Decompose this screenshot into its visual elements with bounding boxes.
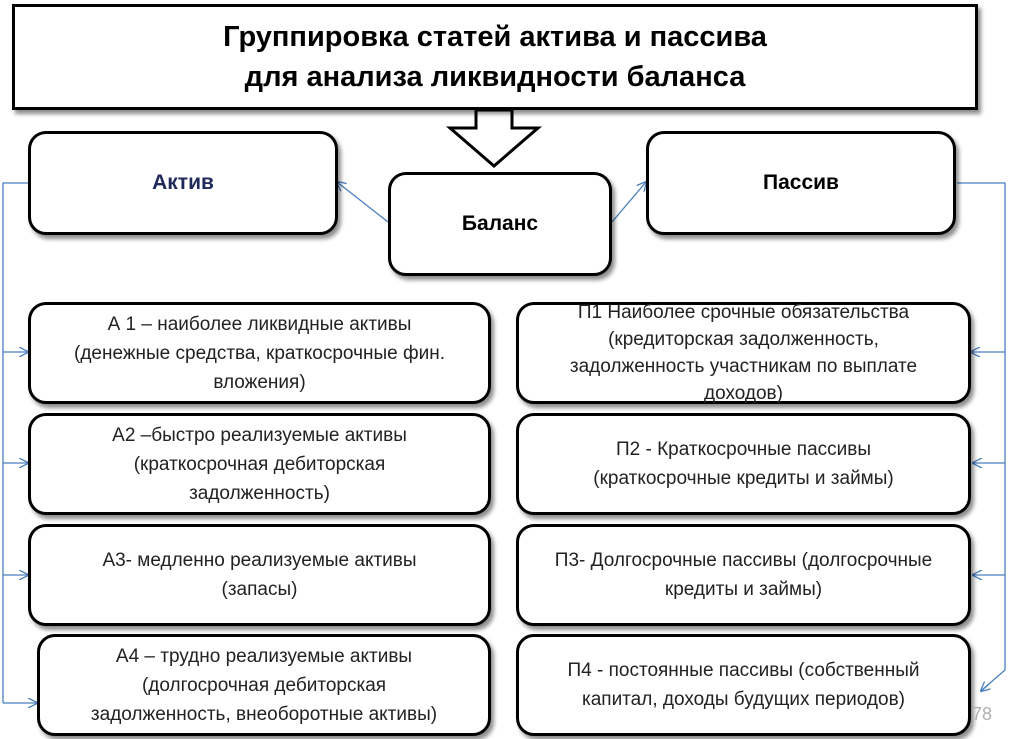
liability-group-p1: П1 Наиболее срочные обязательства (креди… xyxy=(516,302,971,404)
asset-group-a4-text: А4 – трудно реализуемые активы (долгосро… xyxy=(90,645,438,725)
liability-node: Пассив xyxy=(646,131,956,235)
asset-group-a1: А 1 – наиболее ликвидные активы (денежны… xyxy=(28,302,491,404)
balance-to-liability-connector xyxy=(611,182,646,223)
liability-group-p4-text: П4 - постоянные пассивы (собственный кап… xyxy=(567,660,920,710)
balance-label: Баланс xyxy=(461,212,539,235)
liability-group-p3: П3- Долгосрочные пассивы (долгосрочные к… xyxy=(516,524,971,626)
liability-bracket-connector xyxy=(957,182,1006,691)
asset-group-a2-text: А2 –быстро реализуемые активы (краткосро… xyxy=(112,424,407,504)
title-line-2: для анализа ликвидности баланса xyxy=(244,61,746,93)
asset-node: Актив xyxy=(28,131,338,235)
balance-node: Баланс xyxy=(388,172,612,276)
diagram-title: Группировка статей актива и пассива для … xyxy=(12,4,978,110)
asset-group-a3-text: А3- медленно реализуемые активы (запасы) xyxy=(102,550,417,600)
balance-to-asset-connector xyxy=(337,182,389,223)
liability-group-p2: П2 - Краткосрочные пассивы (краткосрочны… xyxy=(516,413,971,515)
liability-group-p4: П4 - постоянные пассивы (собственный кап… xyxy=(516,634,971,736)
asset-group-a3: А3- медленно реализуемые активы (запасы) xyxy=(28,524,491,626)
down-arrow-icon xyxy=(445,108,543,168)
asset-group-a4: А4 – трудно реализуемые активы (долгосро… xyxy=(37,634,491,736)
liability-group-p1-text: П1 Наиболее срочные обязательства (креди… xyxy=(569,302,918,404)
liability-group-p2-text: П2 - Краткосрочные пассивы (краткосрочны… xyxy=(593,439,894,489)
liability-group-p3-text: П3- Долгосрочные пассивы (долгосрочные к… xyxy=(554,550,933,600)
title-line-1: Группировка статей актива и пассива xyxy=(223,21,767,53)
asset-group-a1-text: А 1 – наиболее ликвидные активы (денежны… xyxy=(74,313,445,393)
liability-label: Пассив xyxy=(763,171,839,194)
page-number: 78 xyxy=(972,704,993,724)
asset-label: Актив xyxy=(152,171,214,194)
asset-group-a2: А2 –быстро реализуемые активы (краткосро… xyxy=(28,413,491,515)
asset-bracket-connector xyxy=(2,182,37,703)
